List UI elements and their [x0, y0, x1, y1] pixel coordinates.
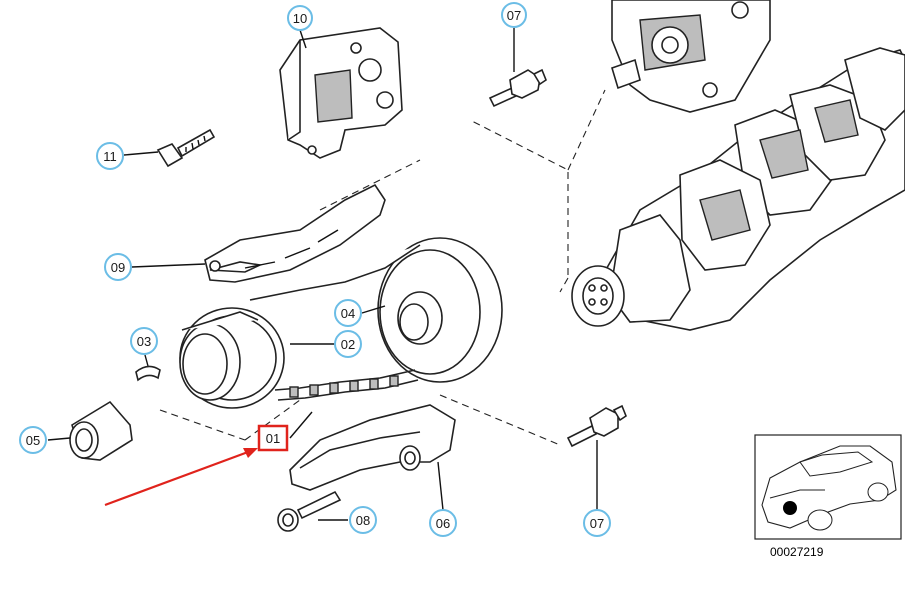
callout-10[interactable]: 10: [287, 5, 313, 31]
callout-07-bottom[interactable]: 07: [583, 509, 611, 537]
injection-pump: [611, 0, 771, 113]
part-02-crank-sprocket: [179, 307, 285, 409]
callout-06[interactable]: 06: [429, 509, 457, 537]
callout-02[interactable]: 02: [334, 330, 362, 358]
crankshaft: [571, 47, 905, 331]
part-10-housing: [279, 27, 403, 159]
callout-06-label: 06: [436, 516, 450, 531]
part-04-cam-sprocket: [377, 237, 503, 383]
callout-11-label: 11: [103, 149, 117, 164]
callout-08[interactable]: 08: [349, 506, 377, 534]
highlight-arrow: [104, 448, 258, 507]
callout-03-label: 03: [137, 334, 151, 349]
callout-11[interactable]: 11: [96, 142, 124, 170]
part-05-sleeve: [69, 400, 133, 461]
part-08-bolt: [277, 490, 342, 532]
assembly-dash-lines: [159, 89, 606, 446]
part-01-timing-chain: [249, 244, 421, 401]
callout-03[interactable]: 03: [130, 327, 158, 355]
callout-01[interactable]: 01: [257, 424, 289, 452]
callout-09-label: 09: [111, 260, 125, 275]
callout-09[interactable]: 09: [104, 253, 132, 281]
part-03-woodruff-key: [135, 365, 161, 382]
leader-lines: [47, 28, 598, 521]
diagram-number: 00027219: [770, 545, 824, 559]
part-09-guide-rail: [204, 183, 386, 283]
callout-05-label: 05: [26, 433, 40, 448]
part-11-bolt: [156, 128, 216, 168]
part-06-tensioner-rail: [289, 404, 456, 491]
callout-04-label: 04: [341, 306, 355, 321]
callout-05[interactable]: 05: [19, 426, 47, 454]
callout-10-label: 10: [293, 11, 307, 26]
callout-04[interactable]: 04: [334, 299, 362, 327]
callout-07-top[interactable]: 07: [501, 2, 527, 28]
part-07-top-stud: [488, 68, 547, 108]
part-07-bottom-stud: [566, 404, 627, 448]
callout-08-label: 08: [356, 513, 370, 528]
callout-07-bottom-label: 07: [590, 516, 604, 531]
callout-02-label: 02: [341, 337, 355, 352]
vehicle-locator-thumbnail: [754, 434, 902, 540]
callout-01-label: 01: [266, 431, 280, 446]
callout-07-top-label: 07: [507, 8, 521, 23]
